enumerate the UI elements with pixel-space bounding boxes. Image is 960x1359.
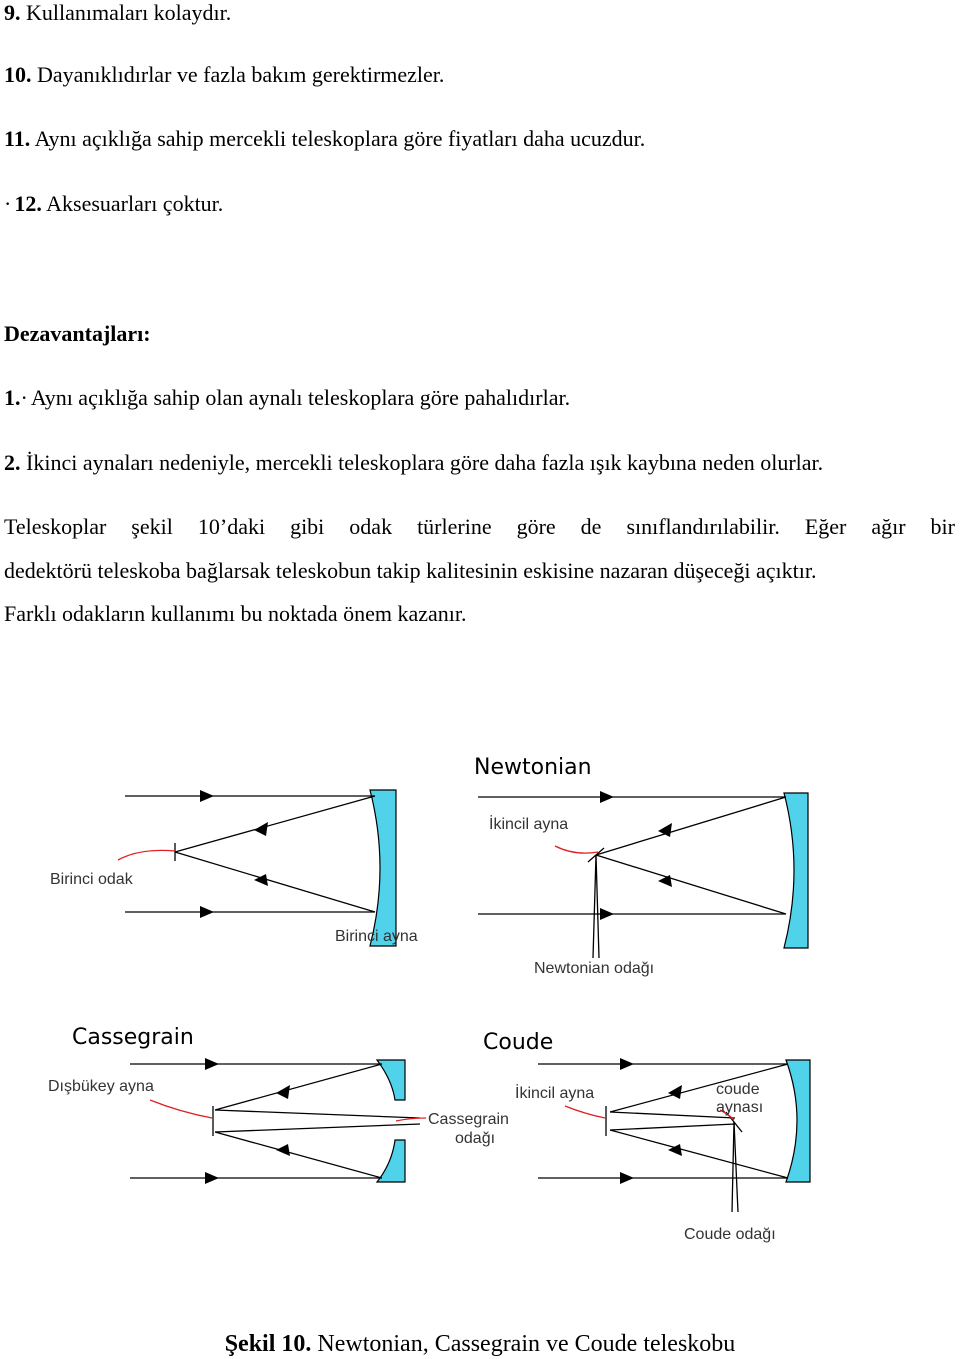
pointer-line xyxy=(719,1109,735,1121)
cassegrain-mirror-top xyxy=(375,1059,406,1101)
label-coude-mirror-1: coude xyxy=(716,1081,760,1098)
ray-arrow xyxy=(254,822,268,836)
disadvantage-item-2: 2. İkinci aynaları nedeniyle, mercekli t… xyxy=(4,450,823,476)
cassegrain-mirror-bottom xyxy=(375,1139,406,1183)
label-coude-secondary: İkincil ayna xyxy=(515,1083,594,1102)
list-number: 2. xyxy=(4,450,21,475)
ray-arrow xyxy=(658,823,672,837)
cassegrain-diagram: Cassegrain Dışbükey ayna Cassegrain odağ… xyxy=(48,1025,509,1184)
cassegrain-title: Cassegrain xyxy=(72,1025,194,1050)
primary-focus-diagram: Birinci odak Birinci ayna xyxy=(50,789,418,947)
list-number: 1. xyxy=(4,385,21,410)
bullet-dot: · xyxy=(4,191,12,216)
caption-text: Newtonian, Cassegrain ve Coude teleskobu xyxy=(317,1331,736,1357)
caption-label: Şekil 10. xyxy=(224,1331,312,1357)
list-text: Aynı açıklığa sahip mercekli teleskoplar… xyxy=(34,126,646,151)
coude-diagram: Coude İkincil ayna coude aynası Coude od… xyxy=(483,1030,811,1243)
pointer-line xyxy=(554,845,599,854)
label-cassegrain-secondary: Dışbükey ayna xyxy=(48,1078,154,1095)
newtonian-title: Newtonian xyxy=(474,755,592,780)
coude-mirror xyxy=(785,1059,811,1183)
pointer-line xyxy=(395,1117,427,1122)
list-item-11: 11. Aynı açıklığa sahip mercekli telesko… xyxy=(4,126,645,152)
ray-arrow xyxy=(668,1085,682,1099)
coude-title: Coude xyxy=(483,1030,553,1055)
bullet-dot: · xyxy=(20,385,28,410)
ray-arrow xyxy=(200,906,214,918)
ray-arrow xyxy=(620,1058,634,1070)
list-item-9: 9. Kullanımaları kolaydır. xyxy=(4,0,231,26)
paragraph-line-1: Teleskoplar şekil 10’daki gibi odak türl… xyxy=(4,514,955,539)
list-text: Dayanıklıdırlar ve fazla bakım gerektirm… xyxy=(37,62,445,87)
ray-arrow xyxy=(276,1144,290,1156)
pointer-line xyxy=(149,1099,213,1119)
disadvantage-item-1: 1.·Aynı açıklığa sahip olan aynalı teles… xyxy=(4,385,570,411)
list-number: 10. xyxy=(4,62,32,87)
ray-arrow xyxy=(205,1172,219,1184)
list-number: 9. xyxy=(4,0,21,25)
newtonian-diagram: Newtonian İkincil ayna Newtonian odağı xyxy=(474,755,809,977)
label-cassegrain-focus-2: odağı xyxy=(455,1130,495,1147)
ray-arrow xyxy=(668,1144,682,1156)
list-number: 12. xyxy=(14,191,42,216)
paragraph-line-2: dedektörü teleskoba bağlarsak teleskobun… xyxy=(4,558,817,583)
label-coude-focus: Coude odağı xyxy=(684,1226,776,1243)
label-newtonian-secondary: İkincil ayna xyxy=(489,814,568,833)
label-coude-mirror-2: aynası xyxy=(716,1099,763,1116)
paragraph-line-3: Farklı odakların kullanımı bu noktada ön… xyxy=(4,601,467,626)
label-primary-focus: Birinci odak xyxy=(50,871,134,888)
figure-caption: Şekil 10. Newtonian, Cassegrain ve Coude… xyxy=(0,1330,960,1358)
list-text: Aynı açıklığa sahip olan aynalı teleskop… xyxy=(30,385,571,410)
pointer-line xyxy=(564,1105,606,1119)
label-primary-mirror: Birinci ayna xyxy=(335,928,418,945)
newtonian-mirror xyxy=(783,792,809,949)
ray-arrow xyxy=(658,875,672,887)
primary-mirror xyxy=(369,789,397,947)
list-text: İkinci aynaları nedeniyle, mercekli tele… xyxy=(26,450,824,475)
pointer-line xyxy=(117,849,176,861)
section-heading: Dezavantajları: xyxy=(4,321,151,346)
label-newtonian-focus: Newtonian odağı xyxy=(534,960,654,977)
ray-arrow xyxy=(620,1172,634,1184)
list-text: Kullanımaları kolaydır. xyxy=(26,0,232,25)
label-cassegrain-focus-1: Cassegrain xyxy=(428,1111,509,1128)
ray-arrow xyxy=(276,1085,290,1099)
ray-arrow xyxy=(600,908,614,920)
ray-arrow xyxy=(254,874,268,886)
ray-arrow xyxy=(600,791,614,803)
ray-arrow xyxy=(200,790,214,802)
list-number: 11. xyxy=(4,126,31,151)
ray-arrow xyxy=(205,1058,219,1070)
telescope-diagrams: Birinci odak Birinci ayna Newtonian İkin… xyxy=(48,755,811,1243)
list-text: Aksesuarları çoktur. xyxy=(46,191,224,216)
list-item-12: ·12. Aksesuarları çoktur. xyxy=(4,191,223,217)
list-item-10: 10. Dayanıklıdırlar ve fazla bakım gerek… xyxy=(4,62,444,88)
